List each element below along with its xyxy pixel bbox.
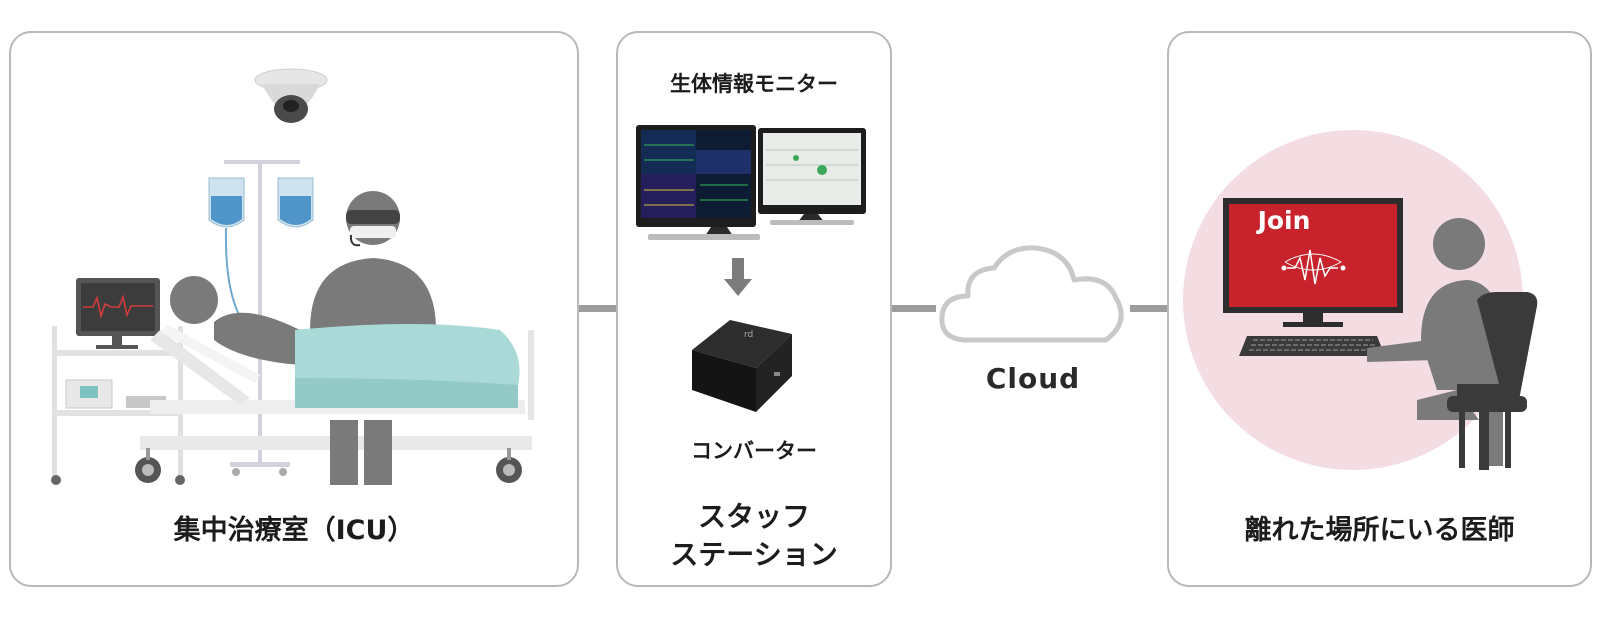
patient-icon: [160, 276, 300, 383]
nurse-with-headset-icon: [310, 191, 436, 485]
office-chair-icon: [1447, 292, 1538, 470]
icu-title: 集中治療室（ICU）: [173, 515, 415, 546]
cloud-icon: [939, 245, 1124, 343]
station-illustration: rd: [636, 125, 866, 412]
connector-station-cloud: [892, 305, 936, 312]
svg-text:rd: rd: [744, 330, 753, 340]
doctor-title: 離れた場所にいる医師: [1244, 515, 1515, 546]
cloud-label: Cloud: [985, 362, 1081, 395]
converter-box-icon: rd: [692, 320, 792, 412]
station-title-line2: ステーション: [670, 538, 838, 571]
down-arrow-icon: [724, 258, 752, 296]
station-title-line1: スタッフ: [697, 500, 810, 533]
ceiling-camera-icon: [254, 68, 328, 123]
iv-stand-icon: [208, 160, 314, 476]
connector-icu-station: [579, 305, 616, 312]
icu-illustration: [51, 68, 534, 485]
join-screen-text: Join: [1257, 206, 1311, 235]
connector-cloud-doctor: [1130, 305, 1167, 312]
converter-label: コンバーター: [691, 439, 817, 463]
staff-station-panel: [616, 31, 892, 587]
patient-monitor-icon: [636, 125, 866, 240]
doctor-illustration: [1183, 130, 1538, 470]
desktop-computer-icon: [1223, 198, 1403, 356]
bedside-monitor-icon: [76, 278, 160, 349]
monitor-label: 生体情報モニター: [670, 72, 838, 96]
